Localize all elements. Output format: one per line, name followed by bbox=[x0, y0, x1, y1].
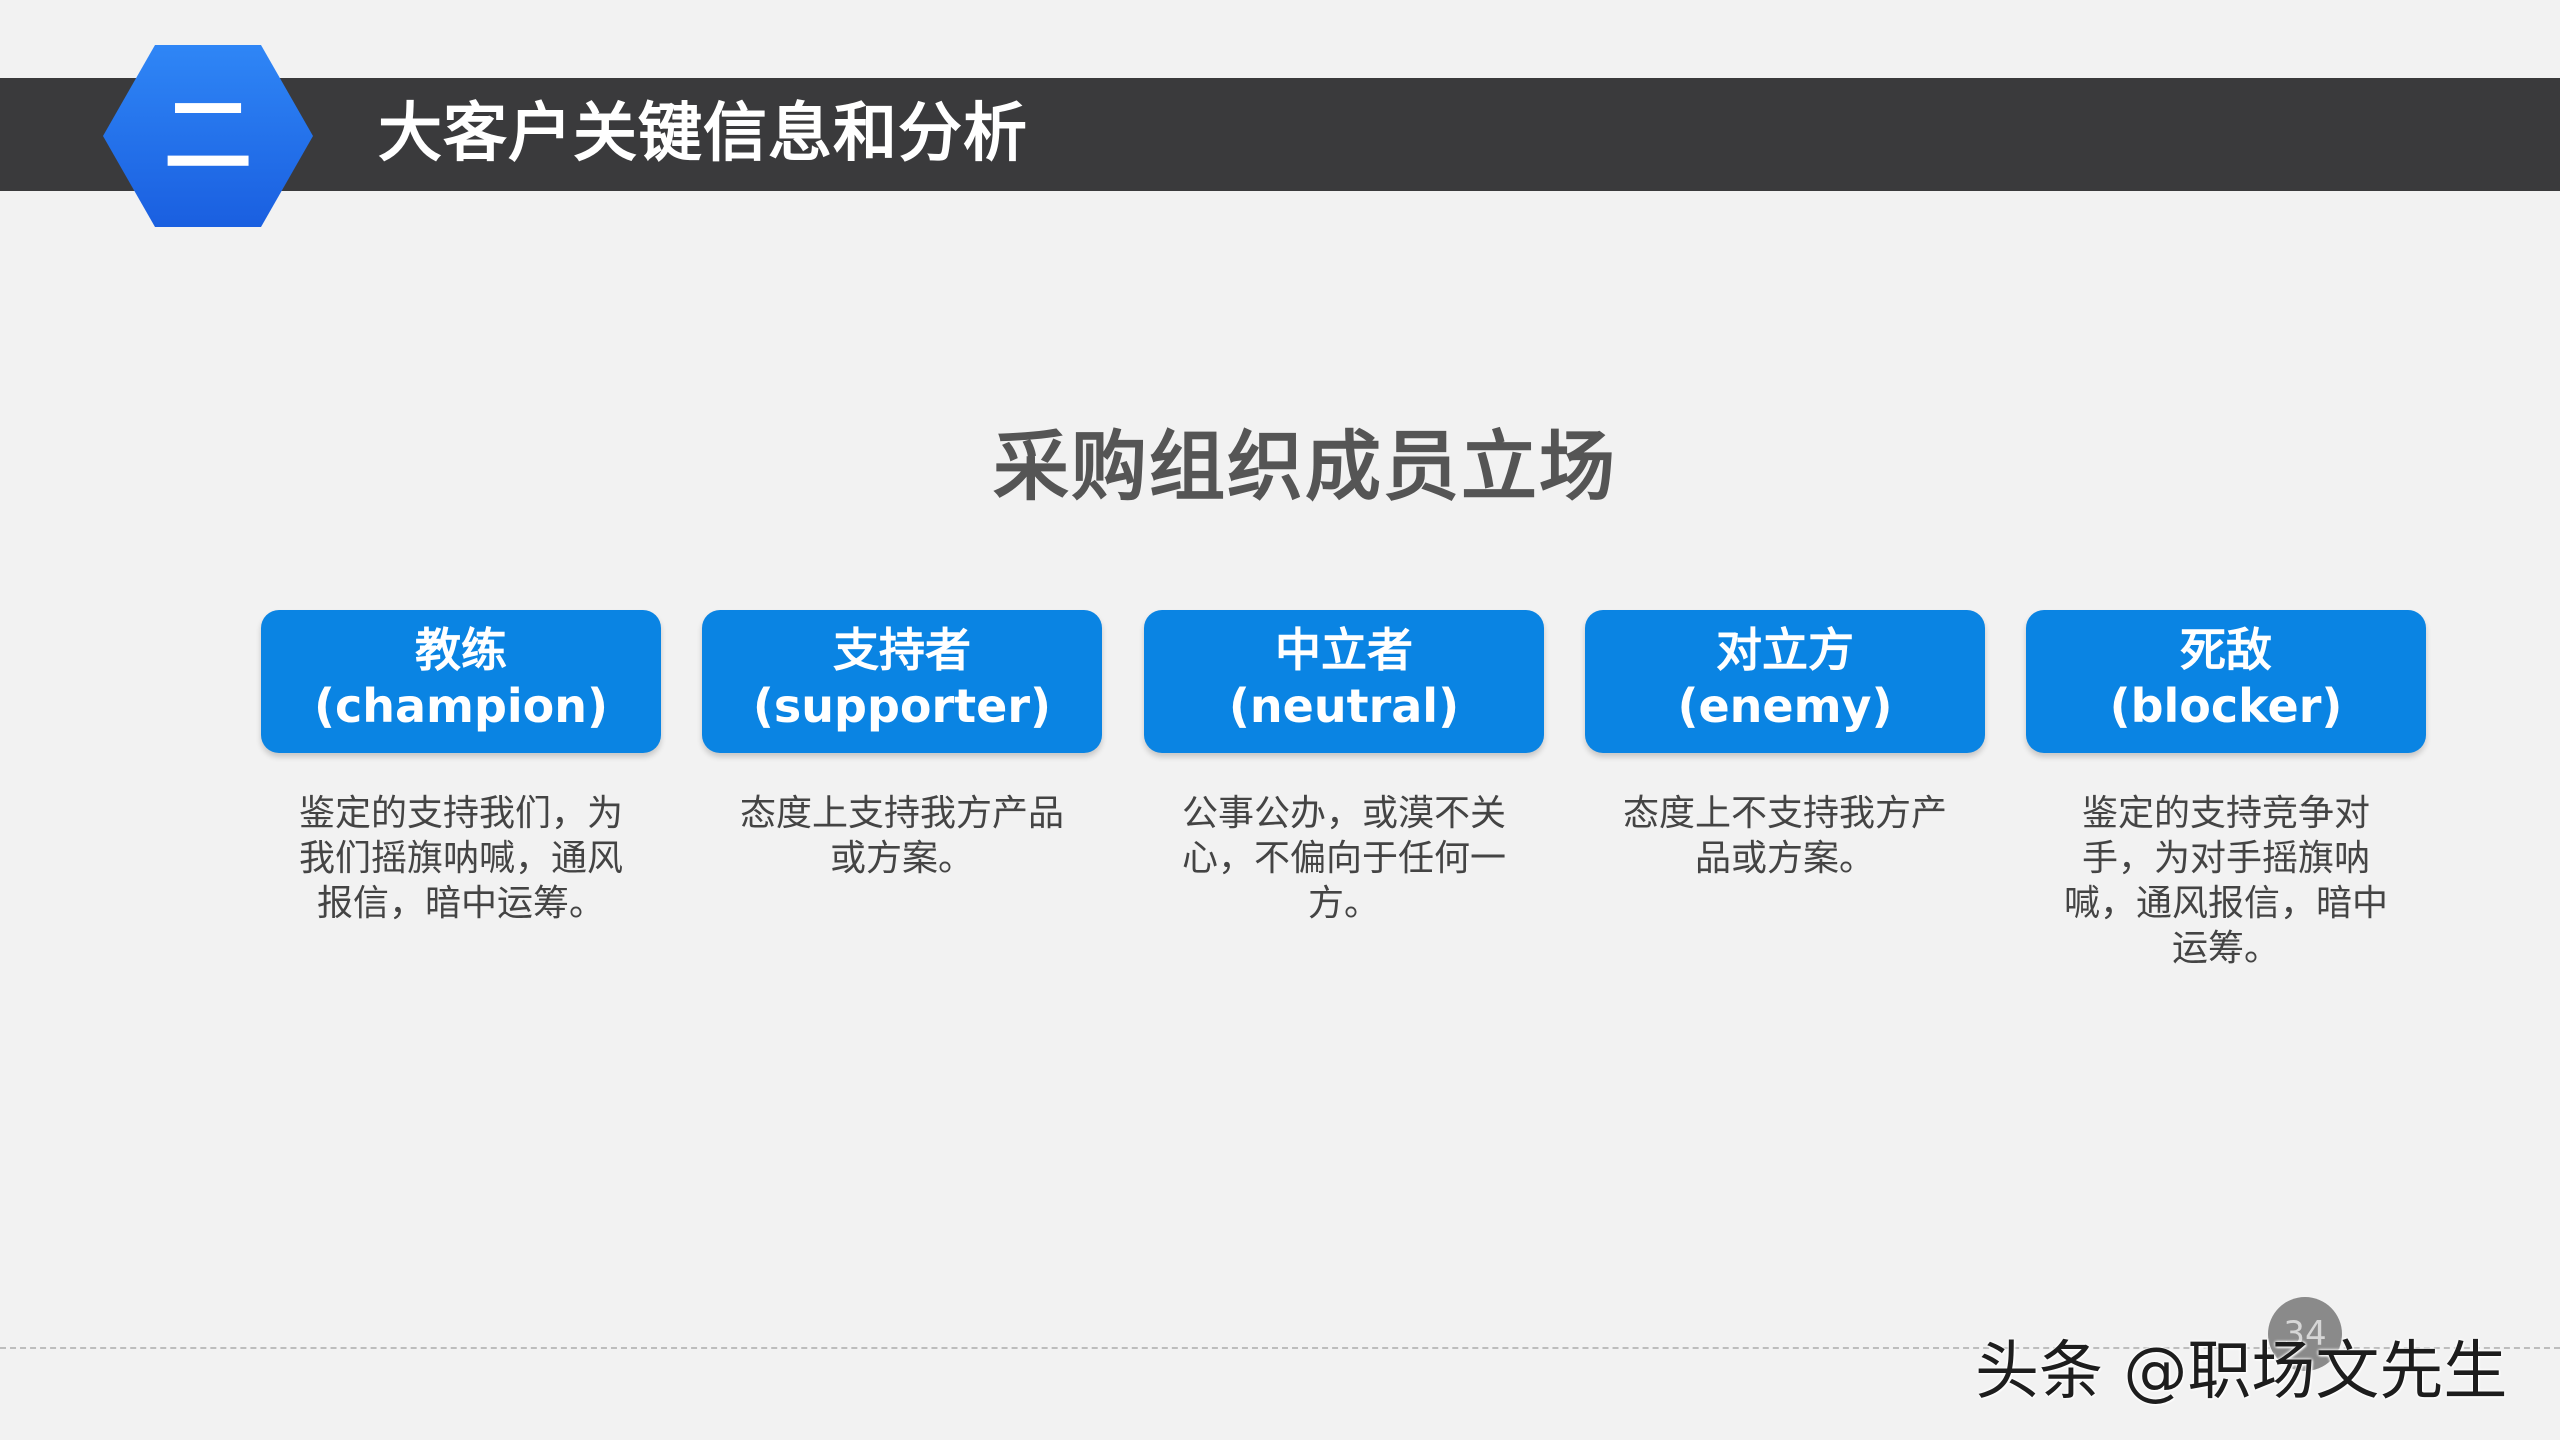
stance-english: (enemy) bbox=[1677, 679, 1893, 733]
stance-name: 中立者 bbox=[1275, 623, 1413, 677]
stance-name: 教练 bbox=[415, 623, 507, 677]
stance-english: (supporter) bbox=[752, 679, 1052, 733]
page-number: 34 bbox=[2268, 1297, 2342, 1371]
stance-name: 对立方 bbox=[1716, 623, 1854, 677]
stance-neutral: 中立者 (neutral) 公事公办，或漠不关心，不偏向于任何一方。 bbox=[1144, 610, 1544, 926]
header-bar bbox=[0, 78, 2560, 191]
stance-champion: 教练 (champion) 鉴定的支持我们，为我们摇旗呐喊，通风报信，暗中运筹。 bbox=[261, 610, 661, 926]
stance-box: 死敌 (blocker) bbox=[2026, 610, 2426, 753]
stance-description: 态度上不支持我方产品或方案。 bbox=[1622, 793, 1947, 879]
stance-box: 教练 (champion) bbox=[261, 610, 661, 753]
stance-name: 支持者 bbox=[833, 623, 971, 677]
stance-supporter: 支持者 (supporter) 态度上支持我方产品或方案。 bbox=[702, 610, 1102, 881]
stance-blocker: 死敌 (blocker) 鉴定的支持竞争对手，为对手摇旗呐喊，通风报信，暗中运筹… bbox=[2026, 610, 2426, 971]
stance-box: 对立方 (enemy) bbox=[1585, 610, 1985, 753]
stance-description: 鉴定的支持竞争对手，为对手摇旗呐喊，通风报信，暗中运筹。 bbox=[2063, 793, 2388, 969]
stance-english: (blocker) bbox=[2109, 679, 2343, 733]
stance-description: 态度上支持我方产品或方案。 bbox=[739, 793, 1064, 879]
stance-box: 中立者 (neutral) bbox=[1144, 610, 1544, 753]
header-title: 大客户关键信息和分析 bbox=[378, 97, 1028, 171]
stance-english: (neutral) bbox=[1228, 679, 1460, 733]
stance-box: 支持者 (supporter) bbox=[702, 610, 1102, 753]
stance-description: 鉴定的支持我们，为我们摇旗呐喊，通风报信，暗中运筹。 bbox=[298, 793, 623, 924]
watermark: 头条 @职场文先生 bbox=[1975, 1335, 2508, 1409]
section-number: 二 bbox=[163, 84, 252, 187]
stance-description: 公事公办，或漠不关心，不偏向于任何一方。 bbox=[1181, 793, 1506, 924]
stance-english: (champion) bbox=[313, 679, 609, 733]
section-heading: 采购组织成员立场 bbox=[993, 422, 1617, 511]
footer-divider bbox=[0, 1347, 2560, 1349]
stance-enemy: 对立方 (enemy) 态度上不支持我方产品或方案。 bbox=[1585, 610, 1985, 881]
stance-name: 死敌 bbox=[2180, 623, 2272, 677]
hexagon-badge bbox=[103, 45, 313, 227]
